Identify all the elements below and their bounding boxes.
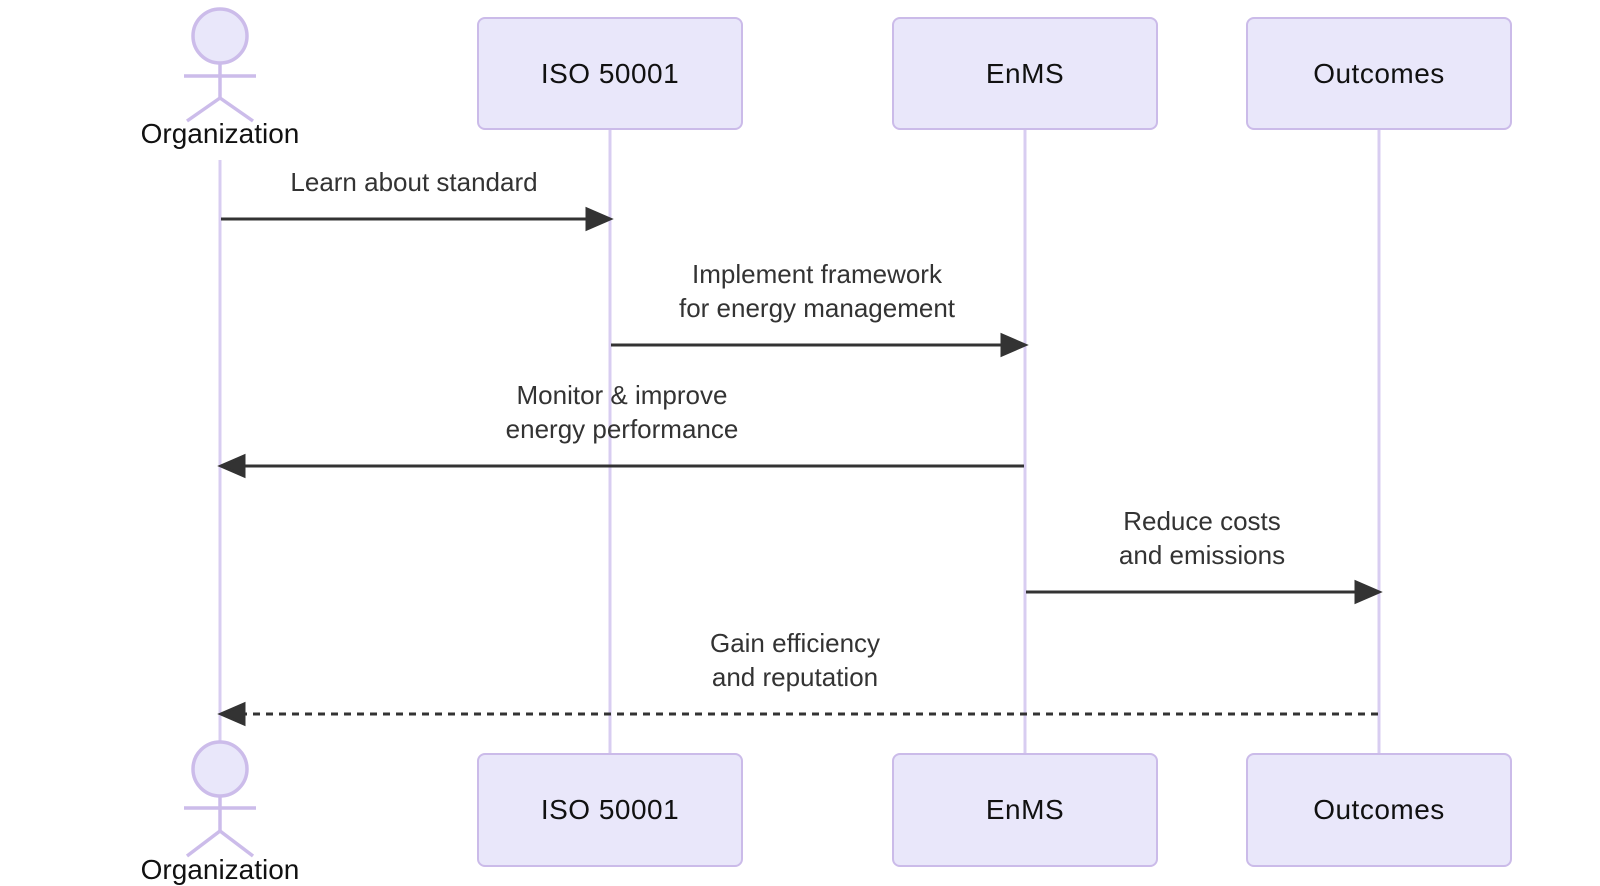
message-arrowhead-5 <box>217 701 246 727</box>
actor-head <box>191 7 249 65</box>
message-arrowhead-1 <box>585 206 614 232</box>
participant-label: Outcomes <box>1313 57 1445 89</box>
participant-box-outcomes-top: Outcomes <box>1246 17 1512 130</box>
message-label-1: Learn about standard <box>290 165 537 199</box>
participant-box-enms-top: EnMS <box>892 17 1158 130</box>
message-line: and emissions <box>1118 540 1286 570</box>
message-arrowhead-3 <box>217 453 246 479</box>
message-label-2: Implement framework for energy managemen… <box>679 257 955 325</box>
message-arrowhead-2 <box>1000 332 1029 358</box>
message-label-4: Reduce costs and emissions <box>1119 504 1285 572</box>
participant-box-iso50001-bottom: ISO 50001 <box>477 753 743 867</box>
message-line: Learn about standard <box>290 167 538 197</box>
message-line: and reputation <box>711 662 879 692</box>
message-label-3: Monitor & improve energy performance <box>506 378 739 446</box>
message-line: for energy management <box>678 293 956 323</box>
actor-head <box>191 740 249 798</box>
message-arrows <box>217 206 1383 727</box>
participant-box-iso50001-top: ISO 50001 <box>477 17 743 130</box>
actor-leg-right <box>218 829 255 858</box>
actor-label-bottom: Organization <box>140 854 300 885</box>
participant-label: EnMS <box>985 57 1065 89</box>
participant-label: Outcomes <box>1313 794 1445 825</box>
message-line: Gain efficiency <box>709 628 881 658</box>
actor-leg-right <box>218 96 255 123</box>
message-line: Implement framework <box>692 259 942 289</box>
participant-label: EnMS <box>985 794 1065 825</box>
message-line: Reduce costs <box>1123 506 1281 536</box>
message-arrowhead-4 <box>1354 579 1383 605</box>
actor-figure-bottom <box>184 740 256 858</box>
participant-label: ISO 50001 <box>540 57 680 89</box>
message-line: energy performance <box>505 414 739 444</box>
lifelines <box>218 130 1381 753</box>
participant-box-outcomes-bottom: Outcomes <box>1246 753 1512 867</box>
message-line: Monitor & improve <box>516 380 728 410</box>
participant-box-enms-bottom: EnMS <box>892 753 1158 867</box>
message-label-5: Gain efficiency and reputation <box>710 626 880 694</box>
actor-figure-top <box>184 7 256 123</box>
participant-label: ISO 50001 <box>540 794 680 825</box>
actor-label-top: Organization <box>140 118 300 149</box>
actor-leg-left <box>185 829 222 858</box>
actor-leg-left <box>185 96 222 123</box>
